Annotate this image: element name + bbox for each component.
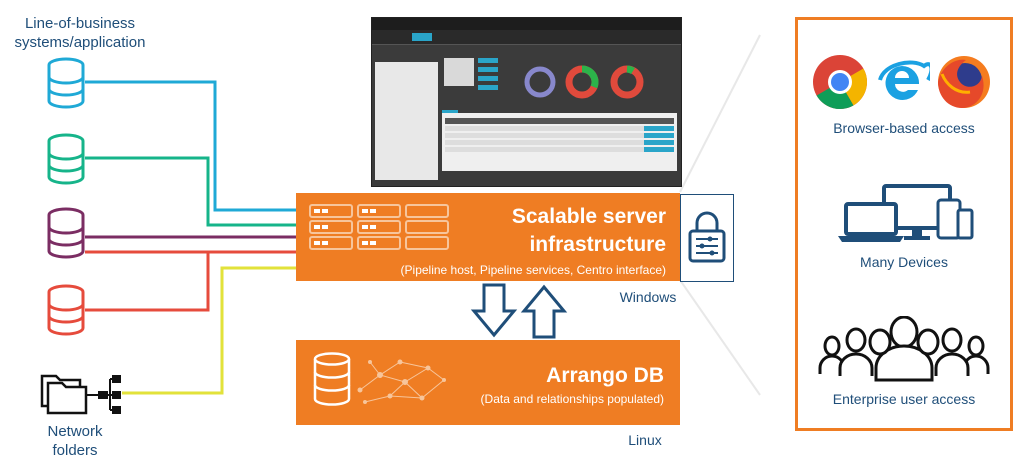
linux-label: Linux [628,432,662,448]
access-panel: Browser-based access Many Devices Enterp… [795,17,1013,431]
connector-db-4 [85,250,210,312]
browser-access-label: Browser-based access [833,120,975,136]
app-table [442,113,677,171]
internet-explorer-icon [878,60,930,100]
up-arrow-icon [520,284,568,339]
app-tabs [442,104,512,117]
server-title-line2: infrastructure [529,233,666,256]
many-devices-label: Many Devices [860,254,948,270]
lock-icon [688,211,726,263]
network-folder-icon [40,374,121,415]
app-toolbar [372,30,681,45]
database-icon-3 [47,207,85,259]
users-icon [818,316,990,382]
app-gauges [524,65,644,99]
database-icon-2 [47,133,85,185]
connector-db-2 [85,156,300,227]
server-box: Scalable server infrastructure (Pipeline… [296,193,680,281]
lock-box [680,194,734,282]
chrome-icon [813,55,867,110]
database-icon-1 [47,57,85,109]
down-arrow-icon [470,283,518,338]
connector-db-1 [85,80,300,212]
network-folders-label: Network folders [47,423,103,459]
firefox-icon [938,56,990,108]
database-title: Arrango DB [546,364,664,387]
server-subtitle: (Pipeline host, Pipeline services, Centr… [400,263,666,277]
connector-folders [122,266,300,395]
database-box: Arrango DB (Data and relationships popul… [296,340,680,425]
database-subtitle: (Data and relationships populated) [480,392,664,406]
devices-icon [838,184,974,242]
app-thumbnail [444,58,474,86]
lob-label: Line-of-business systems/application [14,15,146,51]
server-rack-icon [309,204,449,250]
app-buttons [478,58,498,92]
server-title-line1: Scalable server [511,205,666,228]
windows-label: Windows [619,289,677,305]
graph-database-icon [313,352,446,406]
app-screenshot [371,17,682,187]
enterprise-access-label: Enterprise user access [832,391,976,407]
app-sidebar [375,62,438,180]
database-icon-4 [47,284,85,336]
app-topbar [372,18,681,30]
